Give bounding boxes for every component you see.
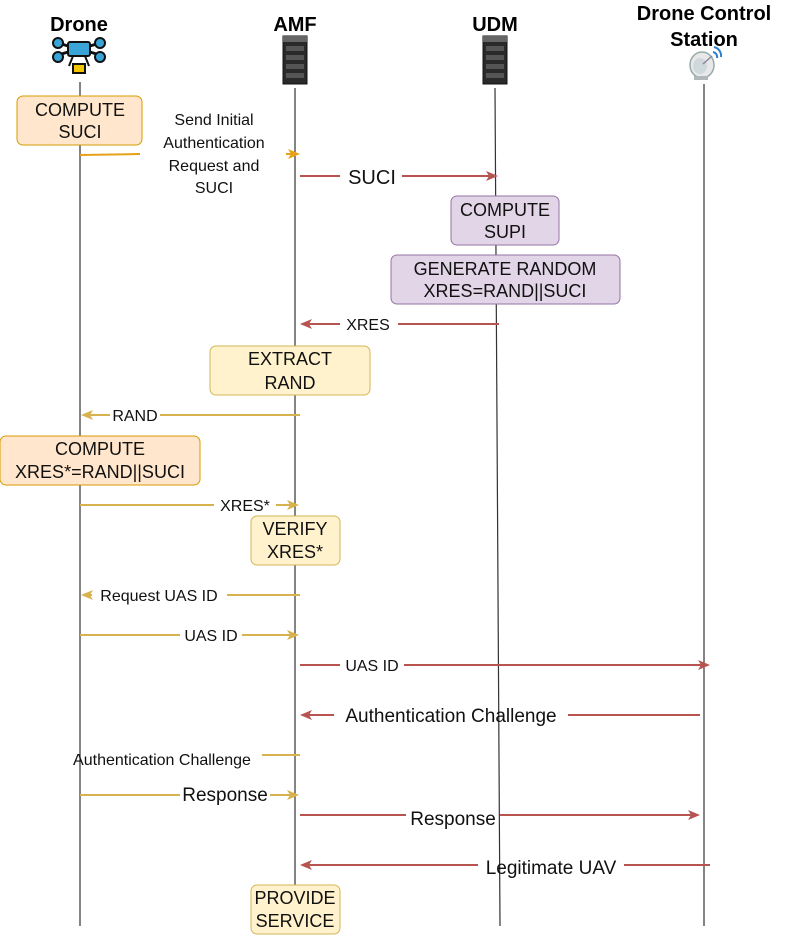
- actor-drone-label: Drone: [50, 14, 108, 36]
- send-initial-line4: SUCI: [195, 180, 233, 197]
- compute-xres-line1: COMPUTE: [55, 439, 145, 459]
- rand-label: RAND: [112, 408, 157, 425]
- legitimate-uav-label: Legitimate UAV: [486, 858, 617, 879]
- extract-rand-line2: RAND: [264, 373, 315, 393]
- extract-rand-box: EXTRACT RAND: [209, 345, 371, 396]
- compute-xres-line2: XRES*=RAND||SUCI: [15, 462, 185, 482]
- compute-suci-line1: COMPUTE: [35, 100, 125, 120]
- response-2-label: Response: [410, 809, 496, 830]
- drone-icon: [52, 37, 106, 74]
- compute-xres-box: COMPUTE XRES*=RAND||SUCI: [0, 435, 201, 486]
- actor-dcs-label-line1: Drone Control: [637, 3, 771, 25]
- uas-id-2-label: UAS ID: [345, 658, 398, 675]
- compute-suci-line2: SUCI: [58, 122, 101, 142]
- compute-suci-box: COMPUTE SUCI: [16, 95, 143, 146]
- xres-label: XRES: [346, 317, 390, 334]
- compute-supi-line2: SUPI: [484, 222, 526, 242]
- auth-challenge-2-label: Authentication Challenge: [73, 752, 251, 769]
- provide-service-line2: SERVICE: [256, 911, 335, 931]
- xres-star-label: XRES*: [220, 498, 270, 515]
- generate-random-line1: GENERATE RANDOM: [414, 259, 597, 279]
- suci-label: SUCI: [348, 167, 396, 189]
- send-initial-arrow-segment: [79, 153, 141, 156]
- actor-udm-label: UDM: [472, 14, 518, 36]
- extract-rand-line1: EXTRACT: [248, 349, 332, 369]
- response-1-label: Response: [182, 785, 268, 806]
- send-initial-line1: Send Initial: [174, 112, 253, 129]
- server-icon: [282, 35, 308, 85]
- server-icon: [482, 35, 508, 85]
- generate-random-line2: XRES=RAND||SUCI: [424, 281, 587, 301]
- compute-supi-box: COMPUTE SUPI: [450, 195, 560, 246]
- request-uas-id-label: Request UAS ID: [100, 588, 217, 605]
- generate-random-box: GENERATE RANDOM XRES=RAND||SUCI: [390, 254, 621, 305]
- provide-service-box: PROVIDE SERVICE: [250, 884, 341, 935]
- compute-supi-line1: COMPUTE: [460, 200, 550, 220]
- uas-id-1-label: UAS ID: [184, 628, 237, 645]
- satellite-dish-icon: [689, 46, 723, 80]
- actor-amf-label: AMF: [273, 14, 316, 36]
- send-initial-line3: Request and: [169, 158, 260, 175]
- verify-xres-line1: VERIFY: [262, 519, 327, 539]
- verify-xres-box: VERIFY XRES*: [250, 515, 341, 566]
- send-initial-line2: Authentication: [163, 135, 264, 152]
- auth-challenge-1-label: Authentication Challenge: [345, 706, 556, 727]
- provide-service-line1: PROVIDE: [254, 888, 335, 908]
- verify-xres-line2: XRES*: [267, 542, 323, 562]
- actor-dcs-label-line2: Station: [670, 29, 738, 51]
